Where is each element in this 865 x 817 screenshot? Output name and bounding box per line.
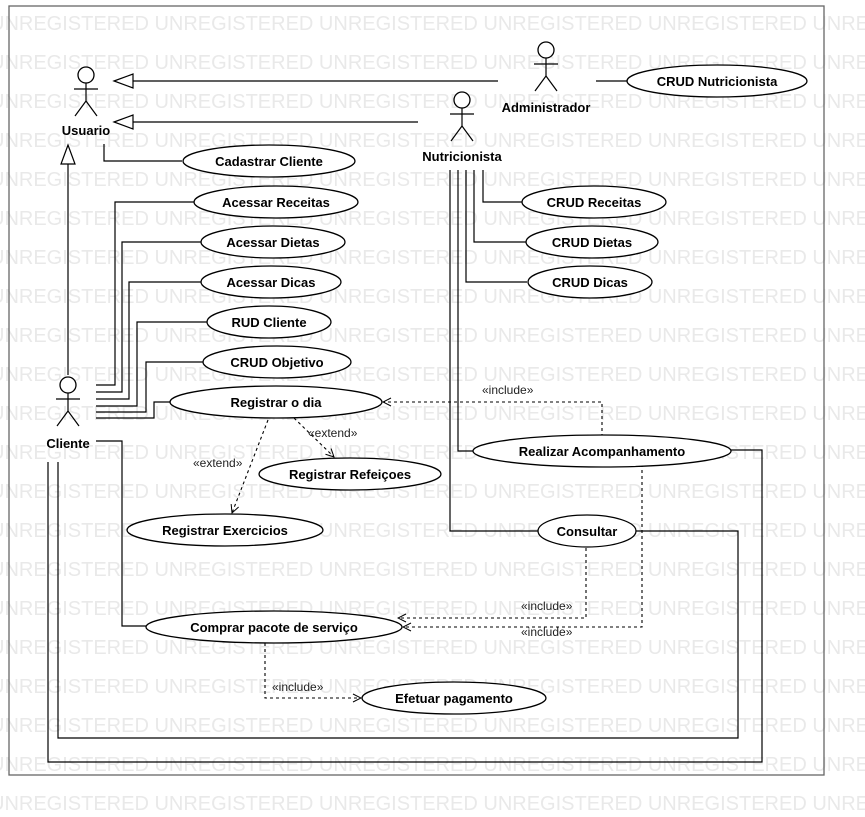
- watermark-text: UNREGISTERED UNREGISTERED UNREGISTERED U…: [0, 286, 865, 308]
- system-boundary: [8, 5, 825, 776]
- assoc-cliente-dicas: [96, 281, 202, 400]
- use-case-cadastrar-cliente[interactable]: Cadastrar Cliente: [182, 144, 356, 178]
- stereotype-include: «include»: [482, 383, 534, 397]
- svg-text:Comprar pacote de serviço: Comprar pacote de serviço: [190, 620, 358, 635]
- assoc-nutri-dicas: [465, 170, 527, 283]
- actor-label: Administrador: [502, 100, 591, 115]
- svg-text:Acessar Dietas: Acessar Dietas: [226, 235, 319, 250]
- svg-text:RUD Cliente: RUD Cliente: [231, 315, 306, 330]
- actor-nutricionista[interactable]: Nutricionista: [422, 91, 502, 164]
- svg-text:Registrar Refeiçoes: Registrar Refeiçoes: [289, 467, 411, 482]
- actor-head: [59, 376, 77, 394]
- watermark-text: UNREGISTERED UNREGISTERED UNREGISTERED U…: [0, 715, 865, 737]
- actor-label: Usuario: [62, 123, 110, 138]
- use-case-crud-dicas[interactable]: CRUD Dicas: [527, 265, 653, 299]
- use-case-consultar[interactable]: Consultar: [537, 514, 637, 548]
- watermark-text: UNREGISTERED UNREGISTERED UNREGISTERED U…: [0, 559, 865, 581]
- assoc-cliente-rud: [96, 321, 208, 407]
- actor-label: Nutricionista: [422, 149, 502, 164]
- watermark-text: UNREGISTERED UNREGISTERED UNREGISTERED U…: [0, 208, 865, 230]
- actor-head: [77, 66, 95, 84]
- assoc-nutri-receitas: [482, 170, 522, 203]
- watermark-text: UNREGISTERED UNREGISTERED UNREGISTERED U…: [0, 52, 865, 74]
- actor-head: [453, 91, 471, 109]
- extend-exercicios: [232, 419, 269, 513]
- svg-text:Realizar Acompanhamento: Realizar Acompanhamento: [519, 444, 685, 459]
- watermark-text: UNREGISTERED UNREGISTERED UNREGISTERED U…: [0, 91, 865, 113]
- include-acompanhamento-dia: [383, 402, 603, 437]
- use-case-acessar-dicas[interactable]: Acessar Dicas: [200, 265, 342, 299]
- use-case-crud-nutricionista[interactable]: CRUD Nutricionista: [626, 64, 808, 98]
- svg-text:Acessar Dicas: Acessar Dicas: [227, 275, 316, 290]
- assoc-nutri-dietas: [473, 170, 527, 243]
- watermark-text: UNREGISTERED UNREGISTERED UNREGISTERED U…: [0, 637, 865, 659]
- actor-usuario[interactable]: Usuario: [62, 66, 110, 138]
- svg-text:Registrar Exercicios: Registrar Exercicios: [162, 523, 288, 538]
- svg-text:Acessar Receitas: Acessar Receitas: [222, 195, 330, 210]
- associations: [47, 73, 763, 763]
- use-case-acessar-receitas[interactable]: Acessar Receitas: [193, 185, 359, 219]
- watermark-text: UNREGISTERED UNREGISTERED UNREGISTERED U…: [0, 793, 865, 815]
- watermark-text: UNREGISTERED UNREGISTERED UNREGISTERED U…: [0, 754, 865, 776]
- assoc-cliente-receitas: [96, 201, 194, 386]
- use-case-efetuar-pagamento[interactable]: Efetuar pagamento: [361, 681, 547, 715]
- svg-text:Consultar: Consultar: [557, 524, 618, 539]
- use-case-registrar-exercicios[interactable]: Registrar Exercicios: [126, 513, 324, 547]
- svg-text:CRUD Receitas: CRUD Receitas: [547, 195, 642, 210]
- assoc-cliente-dietas: [96, 241, 202, 393]
- use-case-comprar-pacote[interactable]: Comprar pacote de serviço: [145, 610, 403, 644]
- svg-text:CRUD Dicas: CRUD Dicas: [552, 275, 628, 290]
- use-case-rud-cliente[interactable]: RUD Cliente: [206, 305, 332, 339]
- actor-label: Cliente: [46, 436, 89, 451]
- watermark-text: UNREGISTERED UNREGISTERED UNREGISTERED U…: [0, 130, 865, 152]
- use-case-crud-objetivo[interactable]: CRUD Objetivo: [202, 345, 352, 379]
- stereotype-extend: «extend»: [308, 426, 358, 440]
- use-case-realizar-acompanhamento[interactable]: Realizar Acompanhamento: [472, 434, 732, 468]
- assoc-cliente-dia: [96, 401, 170, 419]
- svg-text:Efetuar pagamento: Efetuar pagamento: [395, 691, 513, 706]
- actor-administrador[interactable]: Administrador: [502, 41, 591, 115]
- svg-text:CRUD Dietas: CRUD Dietas: [552, 235, 632, 250]
- include-pagamento: [264, 643, 361, 698]
- svg-text:CRUD Nutricionista: CRUD Nutricionista: [657, 74, 778, 89]
- generalization-arrowhead: [60, 143, 76, 165]
- assoc-nutri-acompanhamento: [457, 170, 474, 452]
- stereotype-extend: «extend»: [193, 456, 243, 470]
- watermark-text: UNREGISTERED UNREGISTERED UNREGISTERED U…: [0, 325, 865, 347]
- generalization-arrowhead: [112, 73, 134, 89]
- use-case-registrar-refeicoes[interactable]: Registrar Refeiçoes: [258, 457, 442, 491]
- assoc-usuario-cadastrar: [103, 144, 182, 162]
- assoc-cliente-acompanhamento: [47, 449, 763, 763]
- assoc-cliente-pacote: [96, 440, 146, 627]
- use-case-registrar-dia[interactable]: Registrar o dia: [169, 385, 383, 419]
- svg-text:Cadastrar Cliente: Cadastrar Cliente: [215, 154, 323, 169]
- watermark-text: UNREGISTERED UNREGISTERED UNREGISTERED U…: [0, 481, 865, 503]
- assoc-cliente-objetivo: [96, 361, 203, 413]
- generalization-arrowhead: [112, 114, 134, 130]
- watermark-text: UNREGISTERED UNREGISTERED UNREGISTERED U…: [0, 247, 865, 269]
- actor-head: [537, 41, 555, 59]
- svg-text:Registrar o dia: Registrar o dia: [230, 395, 322, 410]
- watermark-text: UNREGISTERED UNREGISTERED UNREGISTERED U…: [0, 442, 865, 464]
- use-case-crud-receitas[interactable]: CRUD Receitas: [521, 185, 667, 219]
- include-acompanhamento-pacote: [403, 464, 643, 627]
- watermark-text: UNREGISTERED UNREGISTERED UNREGISTERED U…: [0, 364, 865, 386]
- assoc-cliente-consultar: [57, 462, 739, 739]
- use-case-acessar-dietas[interactable]: Acessar Dietas: [200, 225, 346, 259]
- watermark-text: UNREGISTERED UNREGISTERED UNREGISTERED U…: [0, 169, 865, 191]
- stereotype-include: «include»: [521, 625, 573, 639]
- svg-text:CRUD Objetivo: CRUD Objetivo: [230, 355, 323, 370]
- actor-cliente[interactable]: Cliente: [46, 376, 90, 451]
- watermark-text: UNREGISTERED UNREGISTERED UNREGISTERED U…: [0, 598, 865, 620]
- stereotype-include: «include»: [272, 680, 324, 694]
- assoc-nutri-consultar: [449, 170, 538, 532]
- use-case-crud-dietas[interactable]: CRUD Dietas: [525, 225, 659, 259]
- watermark-text: UNREGISTERED UNREGISTERED UNREGISTERED U…: [0, 13, 865, 35]
- stereotype-include: «include»: [521, 599, 573, 613]
